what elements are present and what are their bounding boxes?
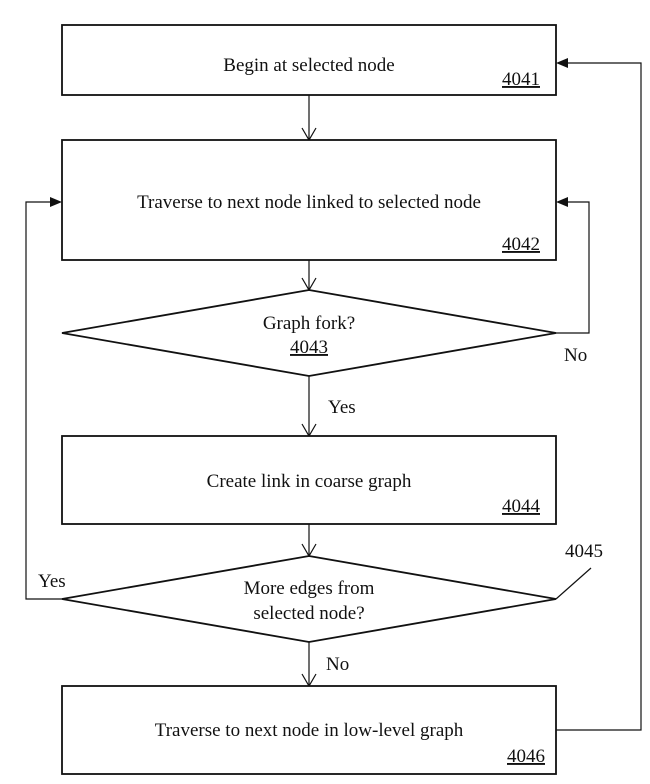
low-level-ref: 4046: [507, 746, 545, 767]
more-edges-label-line1: More edges from: [244, 578, 375, 599]
fork-no-loop: [556, 201, 590, 334]
traverse-box: [61, 139, 557, 261]
traverse-label: Traverse to next node linked to selected…: [137, 192, 481, 213]
more-edges-label-line2: selected node?: [253, 603, 364, 624]
create-ref: 4044: [502, 496, 541, 517]
fork-ref: 4043: [290, 337, 328, 358]
more-edges-diamond: [61, 555, 557, 643]
traverse-ref: 4042: [502, 234, 540, 255]
begin-label: Begin at selected node: [223, 55, 394, 76]
begin-ref: 4041: [502, 69, 540, 90]
low-level-box: [61, 685, 557, 775]
more-edges-ref-leader: [555, 567, 592, 600]
more-no-label: No: [326, 654, 349, 675]
create-box: [61, 435, 557, 525]
fork-yes-label: Yes: [328, 397, 356, 418]
more-yes-loop: [25, 201, 62, 600]
more-yes-arrowhead: [50, 197, 62, 207]
more-edges-ref: 4045: [565, 541, 603, 562]
fork-label: Graph fork?: [263, 313, 355, 334]
create-label: Create link in coarse graph: [207, 471, 412, 492]
low-level-return-arrowhead: [556, 58, 568, 68]
more-yes-label: Yes: [38, 571, 66, 592]
begin-box: [61, 24, 557, 96]
fork-no-arrowhead: [556, 197, 568, 207]
fork-no-label: No: [564, 345, 587, 366]
low-level-return-loop: [556, 62, 642, 731]
low-level-label: Traverse to next node in low-level graph: [155, 720, 464, 741]
